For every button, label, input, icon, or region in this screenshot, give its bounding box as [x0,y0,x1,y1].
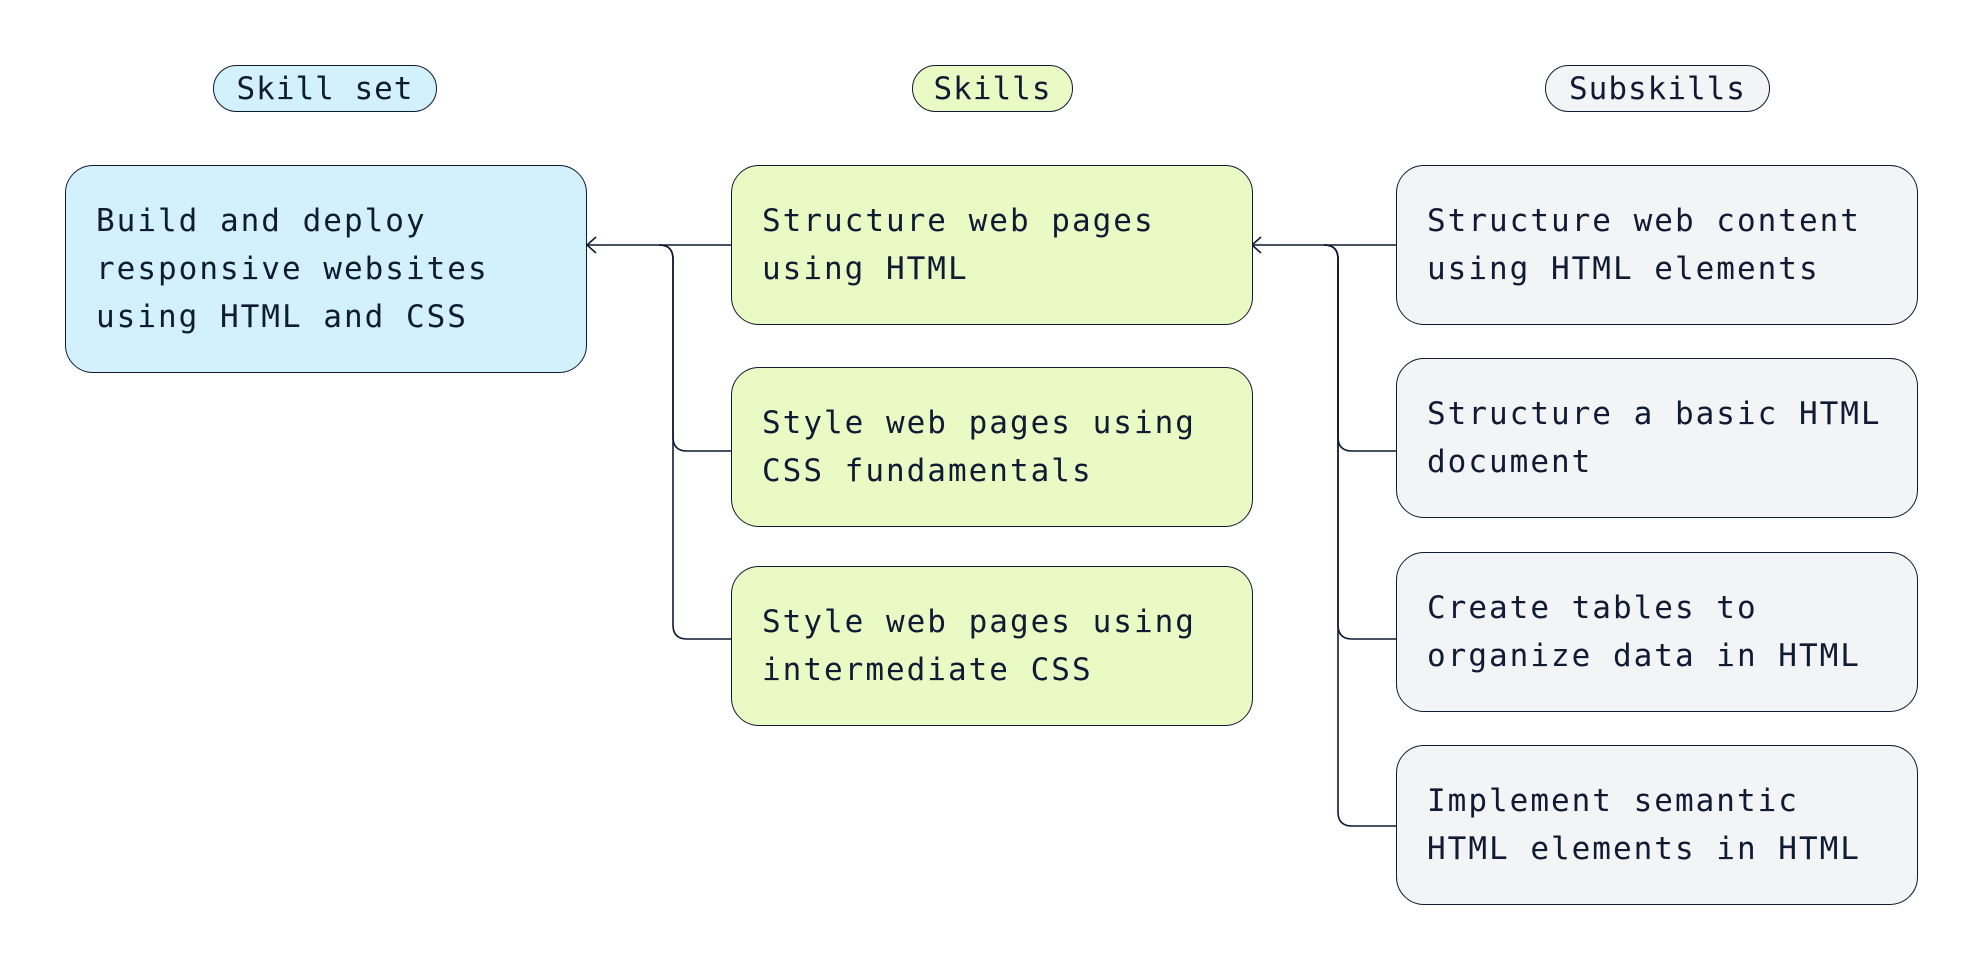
skills-header: Skills [912,65,1073,112]
subskill-card: Implement semantic HTML elements in HTML [1396,745,1918,905]
skill-card: Style web pages using CSS fundamentals [731,367,1253,527]
skill-card: Structure web pages using HTML [731,165,1253,325]
connector-skill-3 [658,244,731,640]
connector-skill-2 [658,244,731,452]
connector-subskill-2 [1323,244,1396,452]
arrowhead-skill-set [585,236,597,254]
subskill-card: Structure a basic HTML document [1396,358,1918,518]
skill-set-card: Build and deploy responsive websites usi… [65,165,587,373]
skill-set-header: Skill set [213,65,437,112]
skill-card: Style web pages using intermediate CSS [731,566,1253,726]
connector-subskill-4 [1323,244,1396,827]
subskills-header: Subskills [1545,65,1770,112]
connector-subskill-3 [1323,244,1396,640]
subskill-card: Structure web content using HTML element… [1396,165,1918,325]
subskill-card: Create tables to organize data in HTML [1396,552,1918,712]
